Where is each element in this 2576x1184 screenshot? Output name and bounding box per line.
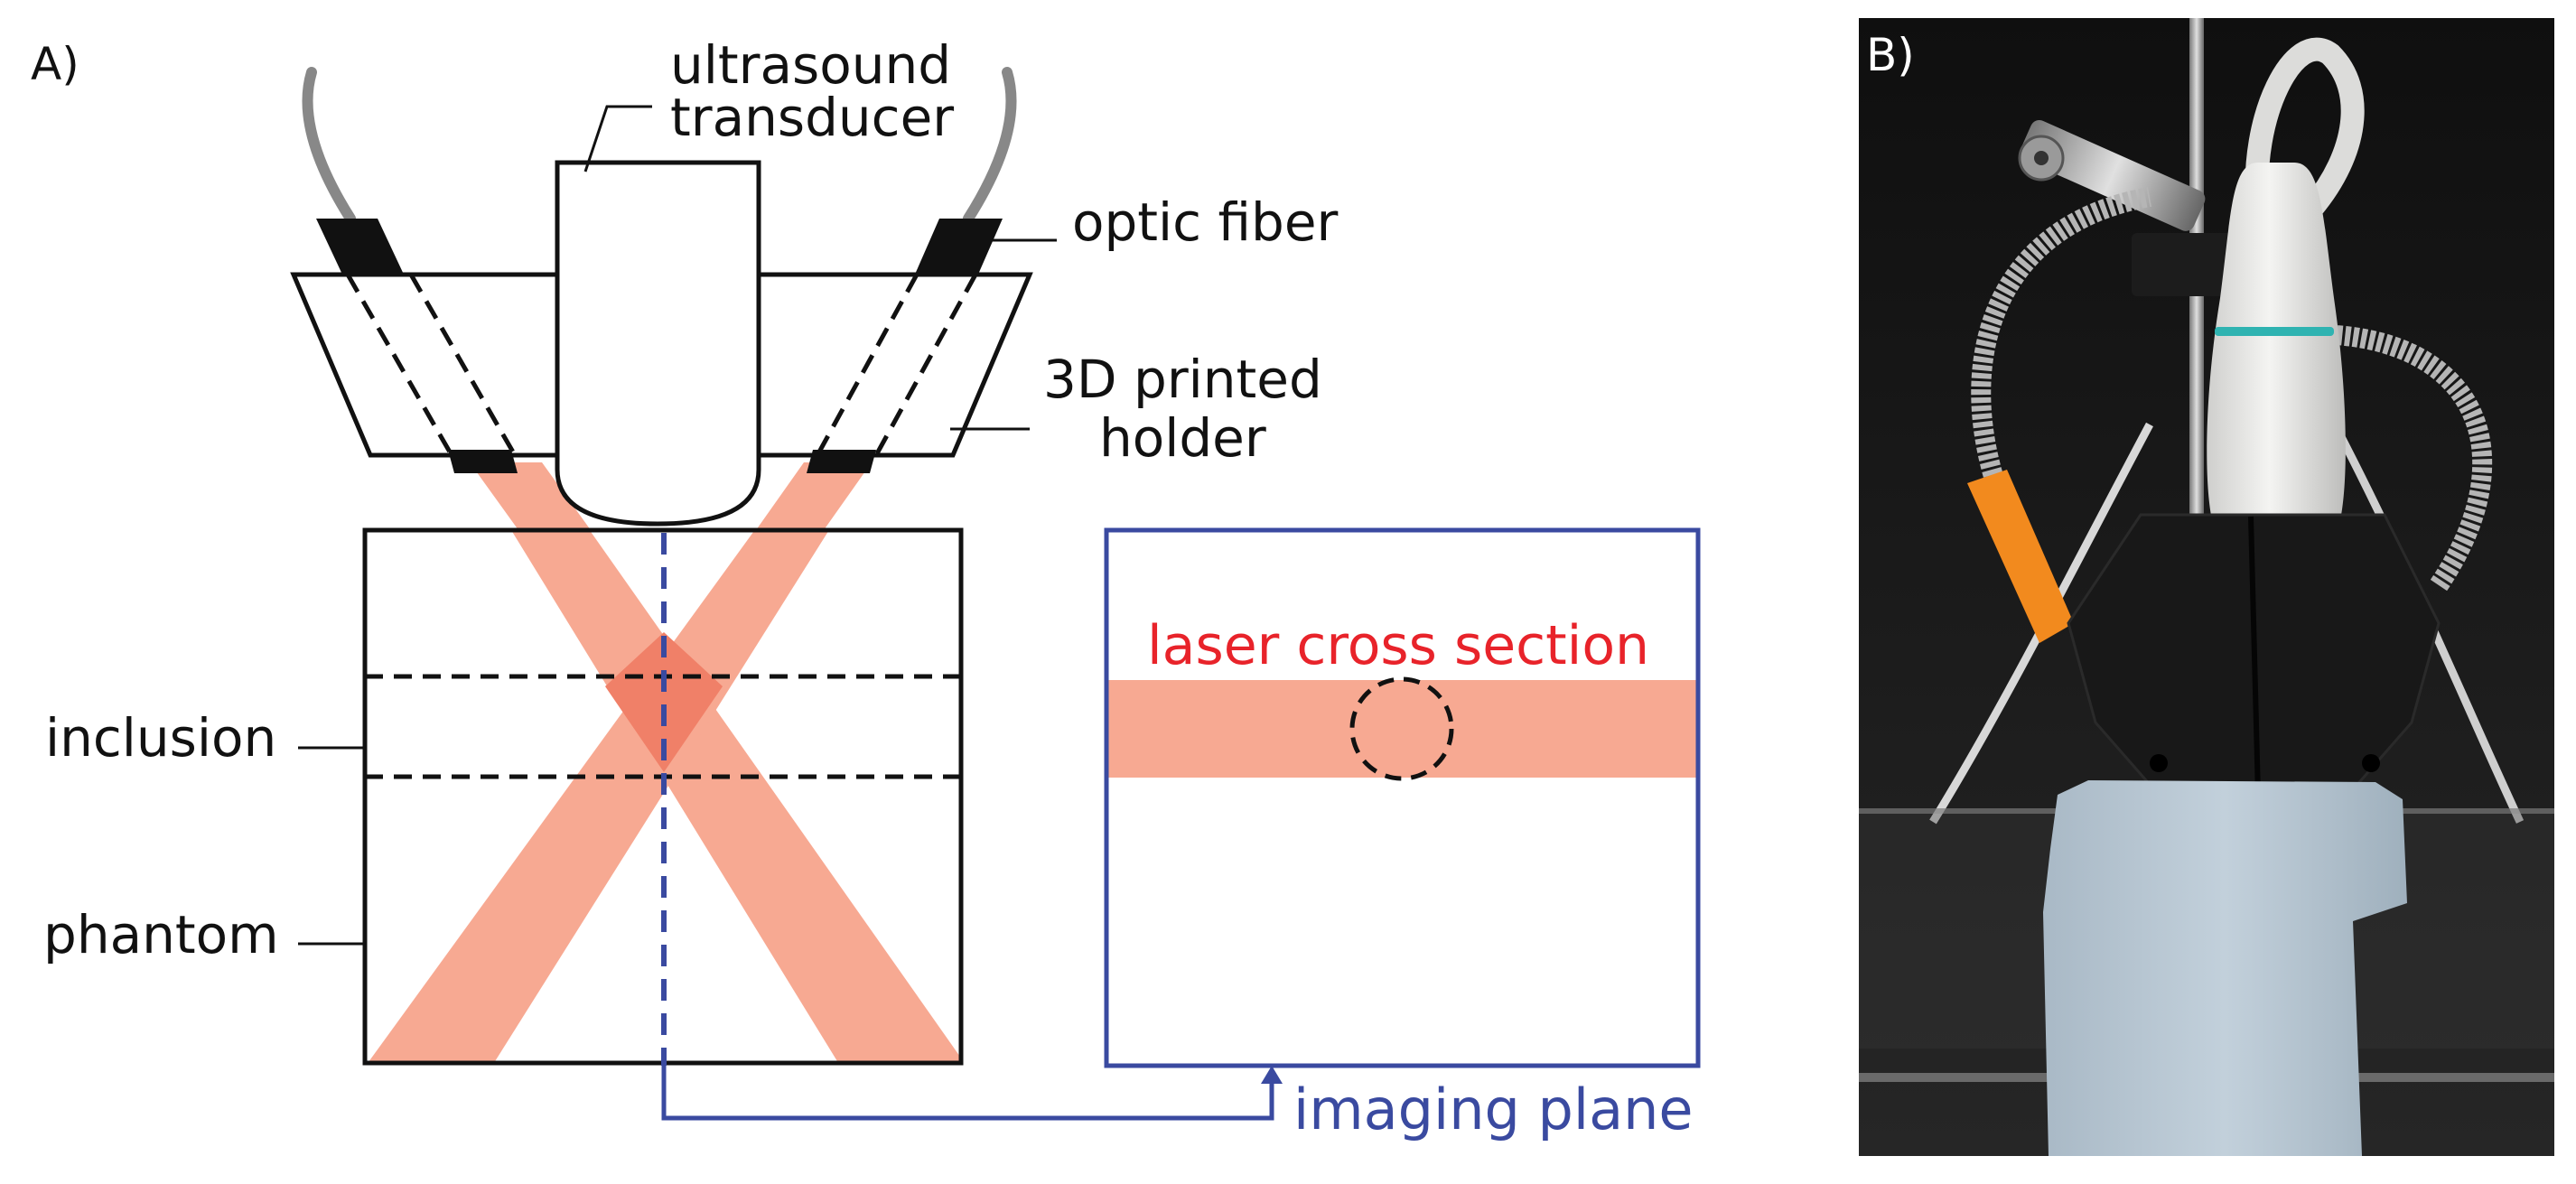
holder-hole-left	[2150, 754, 2168, 772]
transducer	[555, 160, 761, 527]
label-phantom: phantom	[43, 904, 279, 965]
label-holder-line2: holder	[1099, 407, 1266, 469]
clamp-block	[2132, 233, 2249, 296]
laser-beam-right-top	[756, 462, 872, 530]
imaging-plane-box	[1104, 527, 1701, 1068]
label-transducer-line1: ultrasound	[670, 34, 951, 96]
panel-a: A)	[31, 34, 1701, 1142]
fiber-cable-left	[302, 67, 356, 224]
label-transducer-line2: transducer	[670, 87, 954, 148]
label-optic-fiber: optic fiber	[1072, 191, 1339, 253]
fiber-connector-left	[316, 219, 405, 276]
laser-overlap	[605, 632, 723, 772]
imaging-plane-arrow-path	[661, 1066, 1274, 1121]
fiber-channel-left-b	[408, 275, 518, 455]
label-imaging-plane: imaging plane	[1293, 1077, 1694, 1142]
label-holder-line1: 3D printed	[1043, 349, 1322, 410]
laser-beam-left-top	[470, 462, 591, 530]
clamp-rod	[2020, 119, 2206, 231]
laser-beam-left	[511, 530, 961, 1063]
laser-band	[1106, 680, 1698, 778]
panel-b-photo: B)	[1859, 18, 2554, 1156]
fiber-tip-left	[448, 450, 518, 473]
fiber-connector-right	[914, 219, 1003, 276]
holder-seam	[2248, 516, 2261, 796]
panel-b-label: B)	[1866, 29, 1915, 81]
fiber-channel-left-a	[345, 275, 454, 455]
panel-a-label: A)	[31, 38, 79, 90]
gel-phantom	[2043, 780, 2407, 1156]
fiber-channel-right-b	[873, 275, 978, 455]
fiber-channel-right-a	[815, 275, 919, 455]
laser-beam-right	[368, 530, 829, 1063]
probe-ring	[2215, 327, 2334, 336]
fiber-cable-right	[963, 67, 1017, 224]
imaging-plane-arrowhead	[1261, 1066, 1283, 1084]
inclusion-cross-section	[1349, 676, 1454, 781]
fiber-tip-right	[807, 450, 876, 473]
clamp-rod-hole	[2034, 151, 2049, 165]
transducer-leader	[583, 105, 652, 172]
holder-hole-right	[2362, 754, 2380, 772]
fiber-hose-right	[2311, 324, 2492, 592]
label-inclusion: inclusion	[45, 707, 276, 769]
imaging-plane-view: laser cross section imaging plane	[1104, 527, 1701, 1142]
ultrasound-probe	[2207, 163, 2346, 524]
laser-beams	[368, 530, 961, 1063]
transducer-outline	[555, 160, 761, 527]
orange-tape	[1967, 470, 2074, 643]
transducer-cable	[2245, 37, 2365, 219]
label-laser-cross-section: laser cross section	[1147, 614, 1649, 677]
fiber-hose-left	[1971, 187, 2151, 509]
